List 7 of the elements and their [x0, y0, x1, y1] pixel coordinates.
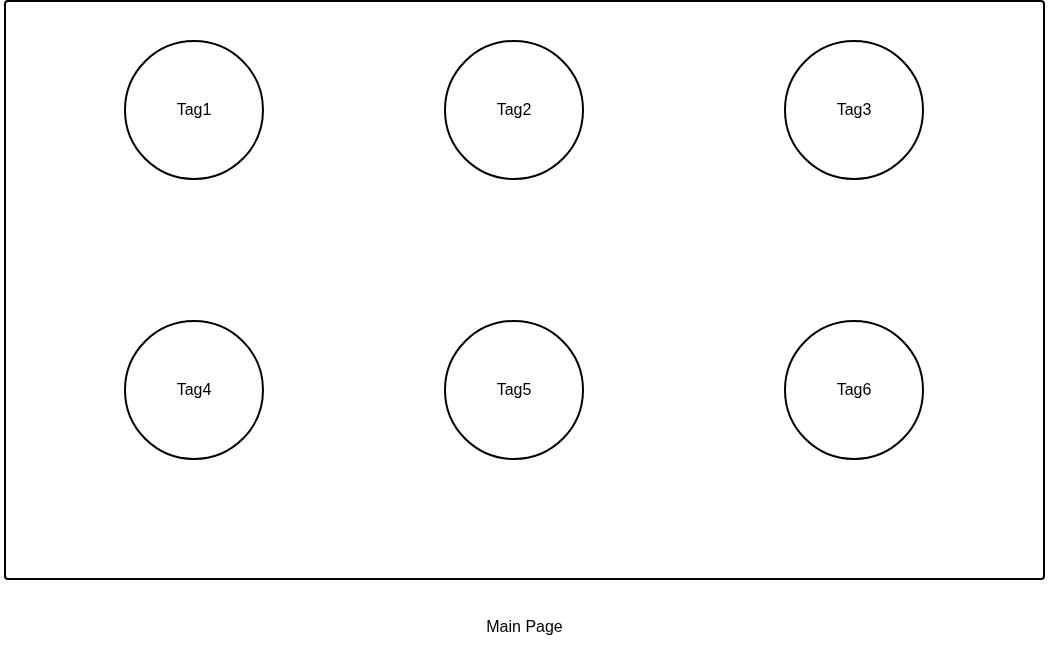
tag-label: Tag5 — [496, 381, 532, 399]
tag-label: Tag4 — [176, 381, 212, 399]
tag-label: Tag2 — [496, 101, 532, 119]
tag-label: Tag6 — [836, 381, 872, 399]
tag-label: Tag3 — [836, 101, 872, 119]
tag-label: Tag1 — [176, 101, 212, 119]
page-title: Main Page — [485, 618, 564, 636]
